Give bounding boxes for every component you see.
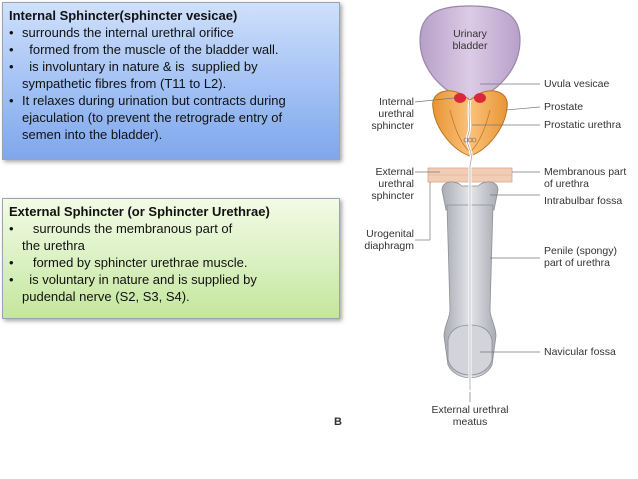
bullet-marker: • [9,42,14,57]
internal-sphincter-line: ejaculation (to prevent the retrograde e… [9,109,333,126]
external-sphincter-line-text: formed by sphincter urethrae muscle. [22,255,248,270]
external-sphincter-line-text: is voluntary in nature and is supplied b… [22,272,257,287]
internal-sphincter-title: Internal Sphincter(sphincter vesicae) [9,8,238,23]
internal-sphincter-line-text: It relaxes during urination but contract… [22,93,286,108]
internal-sphincter-left-marker [454,93,466,103]
internal-sphincter-line: sympathetic fibres from (T11 to L2). [9,75,333,92]
external-sphincter-box: External Sphincter (or Sphincter Urethra… [2,198,340,319]
label-external-urethral-sphincter: External urethral sphincter [371,166,414,202]
bladder-shape [419,5,521,109]
bullet-marker: • [9,59,14,74]
external-sphincter-line: • formed by sphincter urethrae muscle. [9,254,333,271]
internal-sphincter-line-text: sympathetic fibres from (T11 to L2). [22,76,227,91]
label-external-urethral-meatus: External urethral meatus [431,404,509,428]
internal-sphincter-line: semen into the bladder). [9,126,333,143]
internal-sphincter-line: • surrounds the internal urethral orifice [9,24,333,41]
external-sphincter-line-text: surrounds the membranous part of [22,221,233,236]
bullet-marker: • [9,93,14,108]
plate-letter: B [334,416,342,428]
bullet-marker: • [9,221,14,236]
label-urinary-bladder: Urinary bladder [452,28,488,52]
label-internal-urethral-sphincter: Internal urethral sphincter [371,96,414,132]
internal-sphincter-line: • is involuntary in nature & is supplied… [9,58,333,75]
label-navicular-fossa: Navicular fossa [544,346,616,358]
external-sphincter-line: the urethra [9,237,333,254]
label-intrabulbar-fossa: Intrabulbar fossa [544,195,623,207]
internal-sphincter-right-marker [474,93,486,103]
label-prostatic-urethra: Prostatic urethra [544,119,622,131]
urethra-diagram: Urinary bladder Uvula vesicae Internal u… [330,0,638,479]
bullet-marker: • [9,255,14,270]
internal-sphincter-line-text: ejaculation (to prevent the retrograde e… [22,110,283,125]
external-sphincter-line-text: the urethra [22,238,85,253]
external-sphincter-line: • surrounds the membranous part of [9,220,333,237]
internal-sphincter-box: Internal Sphincter(sphincter vesicae) • s… [2,2,340,160]
bullet-marker: • [9,25,14,40]
label-urogenital-diaphragm: Urogenital diaphragm [364,228,414,252]
external-sphincter-line: pudendal nerve (S2, S3, S4). [9,288,333,305]
label-uvula-vesicae: Uvula vesicae [544,78,610,90]
urethra-diagram-svg [414,5,541,402]
internal-sphincter-line-text: surrounds the internal urethral orifice [22,25,234,40]
internal-sphincter-line: • It relaxes during urination but contrac… [9,92,333,109]
internal-sphincter-line-text: formed from the muscle of the bladder wa… [22,42,279,57]
internal-sphincter-line-text: is involuntary in nature & is supplied b… [22,59,258,74]
external-sphincter-line: • is voluntary in nature and is supplied… [9,271,333,288]
external-sphincter-line-text: pudendal nerve (S2, S3, S4). [22,289,190,304]
label-membranous-urethra: Membranous part of urethra [544,166,627,190]
label-prostate: Prostate [544,101,584,113]
bullet-marker: • [9,272,14,287]
internal-sphincter-lines: • surrounds the internal urethral orifice… [9,24,333,143]
internal-sphincter-line-text: semen into the bladder). [22,127,163,142]
label-penile-urethra: Penile (spongy) part of urethra [544,245,617,269]
leader-lines [414,83,541,402]
external-sphincter-title: External Sphincter (or Sphincter Urethra… [9,204,270,219]
internal-sphincter-line: • formed from the muscle of the bladder … [9,41,333,58]
